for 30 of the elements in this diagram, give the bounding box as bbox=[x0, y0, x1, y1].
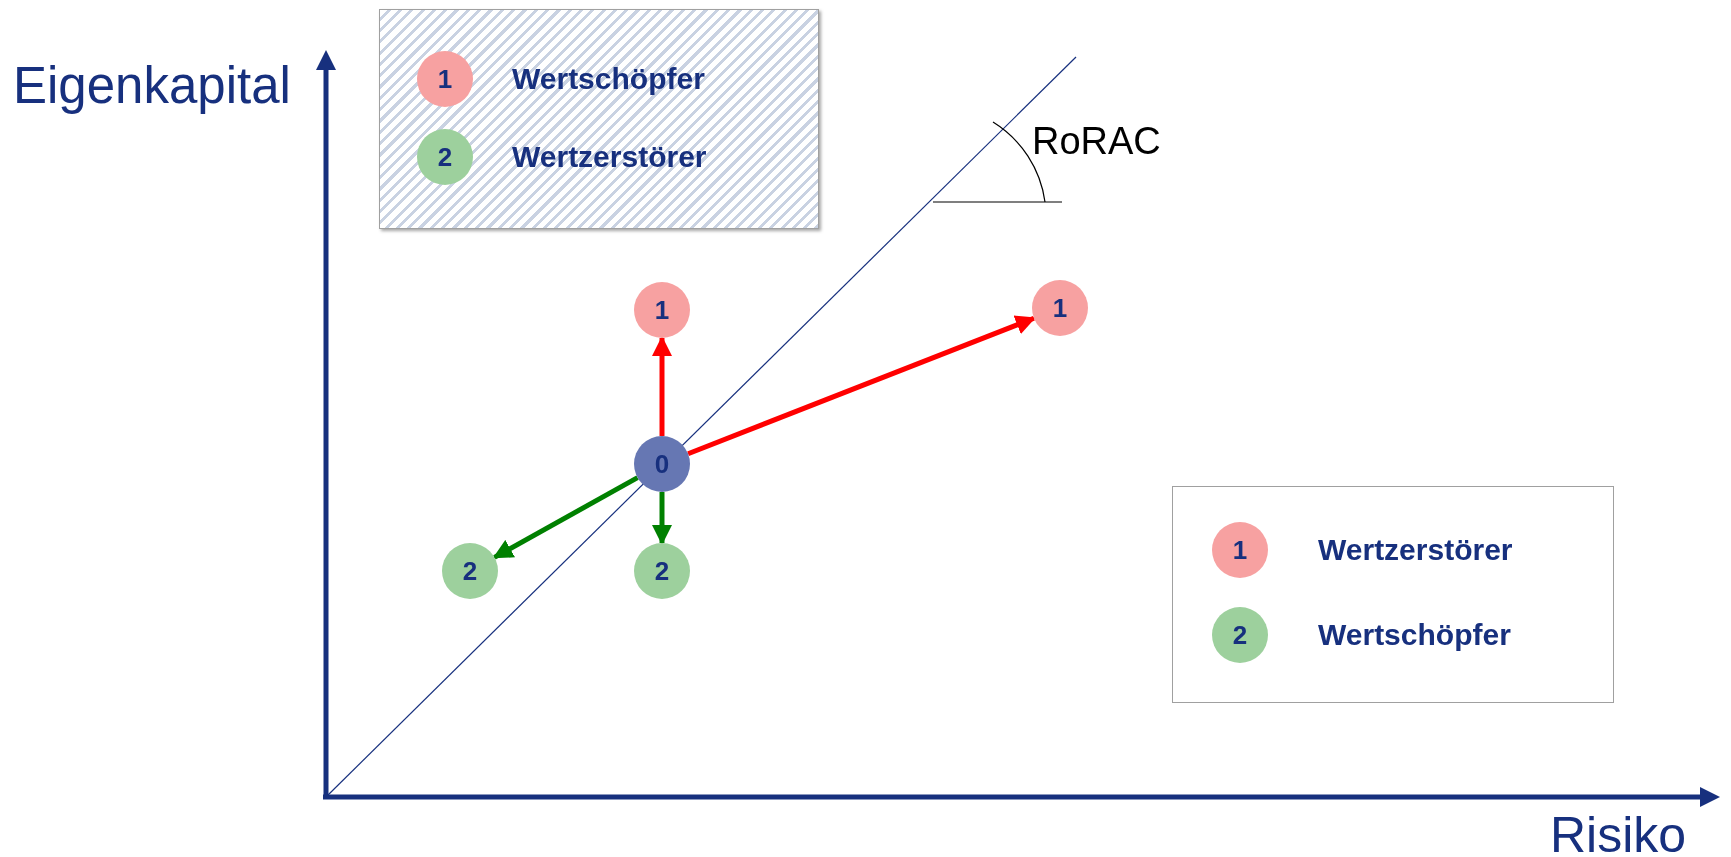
circle-number: 2 bbox=[462, 558, 478, 584]
numbered-circle bbox=[634, 436, 690, 492]
angle-label: RoRAC bbox=[1032, 122, 1161, 160]
numbered-circle bbox=[1212, 522, 1268, 578]
arrow bbox=[492, 475, 639, 560]
circle-number: 1 bbox=[654, 297, 670, 323]
circle-number: 1 bbox=[1232, 537, 1248, 563]
category-label: Wertzerstörer bbox=[1318, 535, 1513, 565]
numbered-circle bbox=[1032, 280, 1088, 336]
circle-number: 1 bbox=[1052, 295, 1068, 321]
circle-number: 1 bbox=[437, 66, 453, 92]
arrow bbox=[652, 336, 672, 436]
circle-number: 2 bbox=[1232, 622, 1248, 648]
axis-label: Risiko bbox=[1550, 810, 1687, 857]
category-label: Wertzerstörer bbox=[512, 142, 707, 172]
numbered-circle bbox=[417, 129, 473, 185]
hatched-legend-panel bbox=[379, 9, 819, 229]
numbered-circle bbox=[634, 282, 690, 338]
numbered-circle bbox=[442, 543, 498, 599]
circle-number: 2 bbox=[654, 558, 670, 584]
legend-panel bbox=[1172, 486, 1614, 703]
category-label: Wertschöpfer bbox=[1318, 620, 1511, 650]
numbered-circle bbox=[1212, 607, 1268, 663]
numbered-circle bbox=[417, 51, 473, 107]
circle-number: 2 bbox=[437, 144, 453, 170]
circle-number: 0 bbox=[654, 451, 670, 477]
numbered-circle bbox=[634, 543, 690, 599]
category-label: Wertschöpfer bbox=[512, 64, 705, 94]
arrow bbox=[687, 315, 1036, 457]
arrow bbox=[652, 492, 672, 545]
